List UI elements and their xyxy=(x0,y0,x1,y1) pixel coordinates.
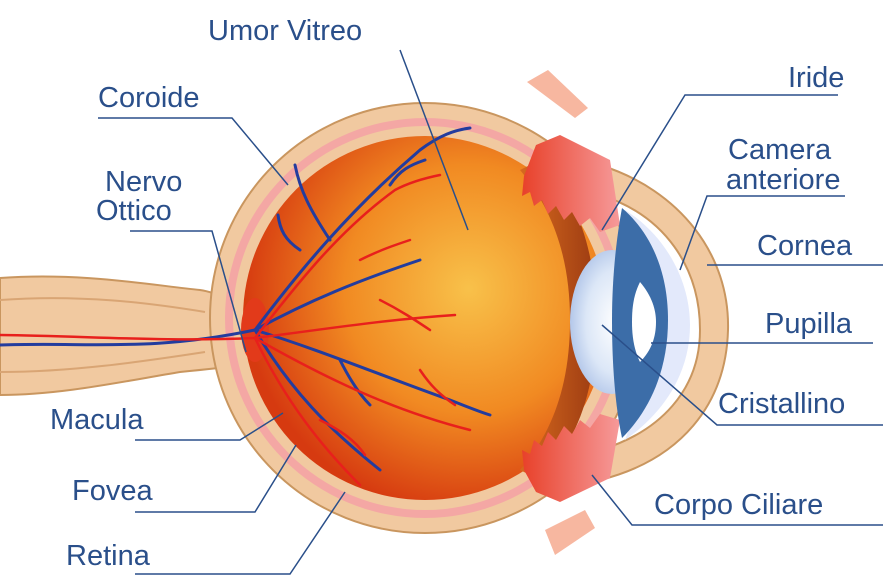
label-fovea: Fovea xyxy=(72,477,153,506)
label-pupilla: Pupilla xyxy=(765,310,852,339)
label-ottico: Ottico xyxy=(96,197,172,226)
label-nervo: Nervo xyxy=(105,168,182,197)
label-anteriore: anteriore xyxy=(726,166,840,195)
label-camera: Camera xyxy=(728,136,831,165)
label-umor-vitreo: Umor Vitreo xyxy=(208,17,362,46)
label-coroide: Coroide xyxy=(98,84,200,113)
label-iride: Iride xyxy=(788,64,844,93)
label-corpo-ciliare: Corpo Ciliare xyxy=(654,491,823,520)
leader-retina xyxy=(135,492,345,574)
lower-eyelid xyxy=(545,510,595,555)
label-cristallino: Cristallino xyxy=(718,390,845,419)
upper-eyelid xyxy=(527,70,588,118)
label-macula: Macula xyxy=(50,406,144,435)
label-retina: Retina xyxy=(66,542,150,571)
label-cornea: Cornea xyxy=(757,232,852,261)
